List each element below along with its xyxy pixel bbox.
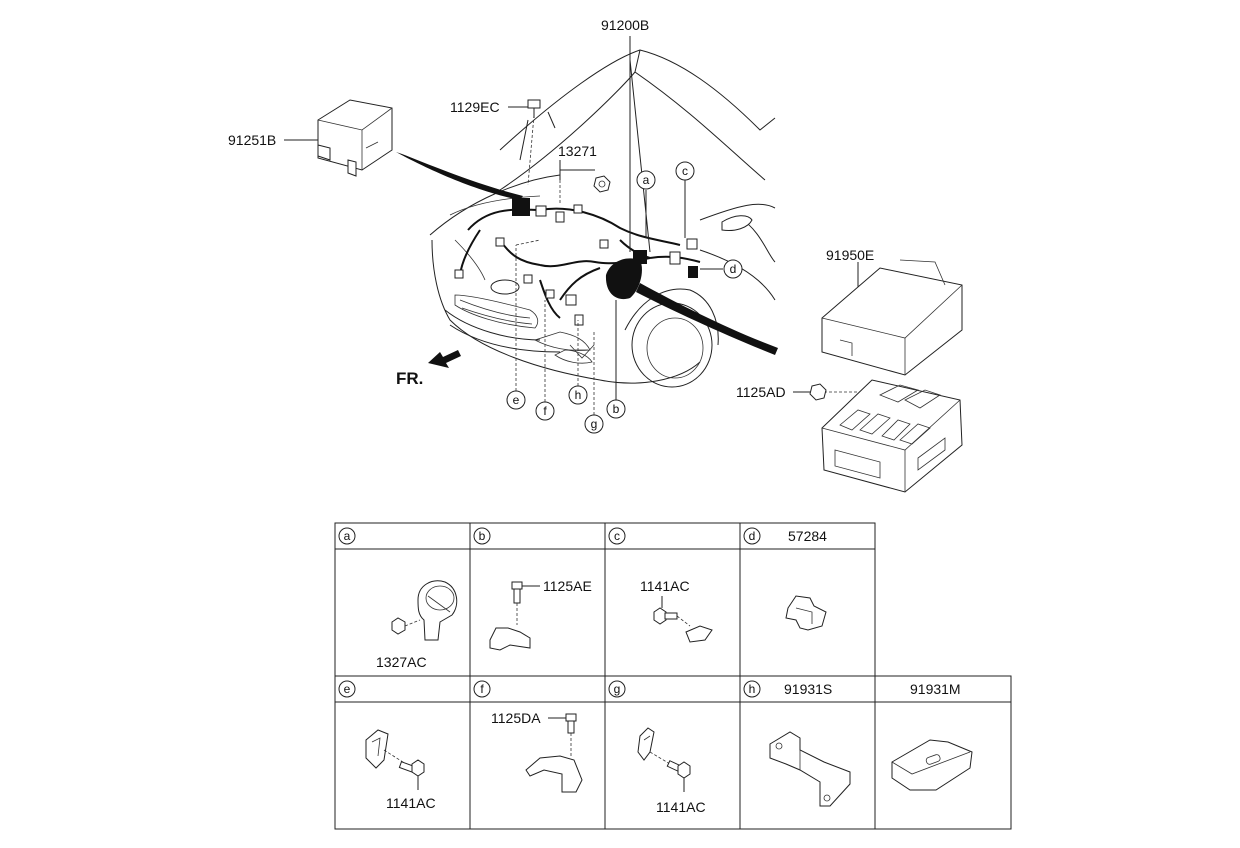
label-91251b: 91251B [228,132,276,148]
svg-text:g: g [591,417,598,431]
cell-f-drawing: 1125DA [491,710,583,793]
cell-c-drawing: 1141AC [640,578,713,643]
callout-h: h [568,385,588,405]
svg-text:c: c [614,529,620,543]
wiring-harness [454,198,701,359]
label-91950e: 91950E [826,247,874,263]
svg-text:f: f [543,404,547,418]
svg-text:b: b [479,529,486,543]
svg-text:a: a [643,173,650,187]
callout-f: f [535,401,555,421]
leader-lines [284,36,880,415]
cell-e-drawing: 1141AC [365,729,436,811]
fuse-box-cover-91950e [821,259,963,376]
table-cell-b-header: b [473,527,491,545]
cell-g-drawing: 1141AC [637,727,706,815]
part-number-1125da: 1125DA [491,710,541,726]
svg-text:a: a [344,529,351,543]
label-91200b: 91200B [601,17,649,33]
cell-91931m-drawing [891,739,973,791]
table-cell-a-header: a [338,527,356,545]
part-number-1141ac-e: 1141AC [386,795,436,811]
svg-text:e: e [344,682,351,696]
svg-text:b: b [613,402,620,416]
nut-13271 [593,175,611,193]
svg-text:d: d [749,529,756,543]
callout-e: e [506,390,526,410]
table-cell-f-header: f [473,680,491,698]
table-cell-g-header: g [608,680,626,698]
svg-text:g: g [614,682,621,696]
callout-c: c [675,161,695,181]
label-13271: 13271 [558,143,597,159]
svg-text:h: h [575,388,582,402]
relay-cover-91251b [317,99,393,177]
callout-a: a [636,170,656,190]
front-arrow-icon [428,350,461,368]
bolt-1129ec [527,99,541,118]
callout-b: b [606,399,626,419]
label-fr: FR. [396,369,423,388]
part-number-1141ac-c: 1141AC [640,578,690,594]
svg-text:d: d [730,262,737,276]
part-number-57284: 57284 [788,528,827,544]
callout-g: g [584,414,604,434]
table-cell-91931m-header: 91931M [910,681,961,697]
cell-b-drawing: 1125AE [489,578,592,651]
cell-d-drawing [785,595,827,631]
table-cell-e-header: e [338,680,356,698]
svg-text:e: e [513,393,520,407]
svg-text:h: h [749,682,756,696]
engine-bay-band [396,152,778,355]
bolt-1125ad [809,383,827,401]
table-cell-d-header: d 57284 [743,527,827,545]
callout-d: d [723,259,743,279]
table-cell-c-header: c [608,527,626,545]
table-cell-h-header: h 91931S [743,680,832,698]
label-1129ec: 1129EC [450,99,500,115]
part-number-91931s: 91931S [784,681,832,697]
parts-table [334,522,1012,830]
fuse-box-91950e [821,379,963,493]
part-number-1141ac-g: 1141AC [656,799,706,815]
part-number-1125ae: 1125AE [543,578,592,594]
svg-text:f: f [480,682,484,696]
label-1125ad: 1125AD [736,384,786,400]
cell-a-drawing: 1327AC [376,580,458,670]
part-number-91931m: 91931M [910,681,961,697]
svg-text:c: c [682,164,688,178]
cell-h-drawing [769,731,851,807]
part-number-1327ac: 1327AC [376,654,427,670]
